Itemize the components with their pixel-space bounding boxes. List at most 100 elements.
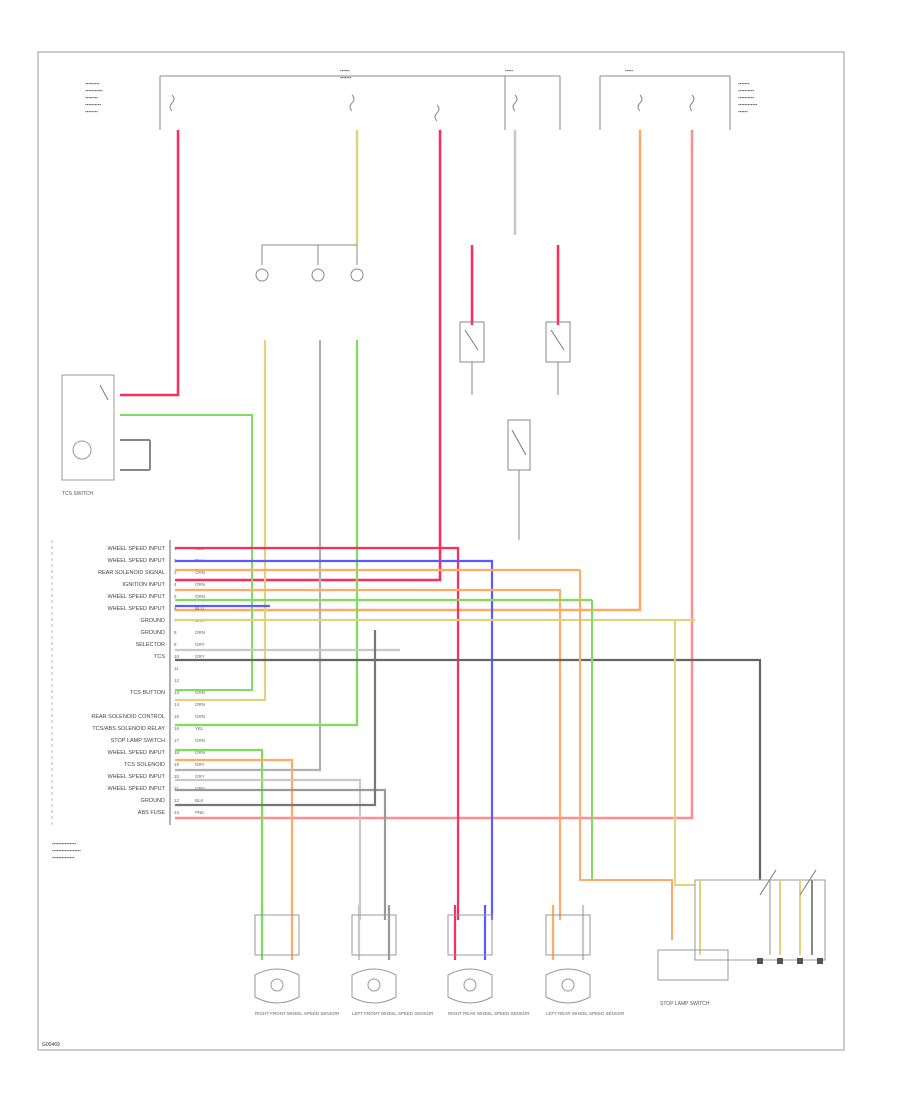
abs-pin-number: 15	[174, 714, 180, 719]
svg-text:▪▪▪▪▪▪▪▪▪▪▪▪▪▪: ▪▪▪▪▪▪▪▪▪▪▪▪▪▪	[52, 855, 75, 860]
abs-pin-wire-code: ORN	[195, 582, 205, 587]
abs-pin-number: 3	[174, 570, 177, 575]
abs-pin-row: GROUND 22 BLK	[141, 798, 204, 804]
wheel-speed-sensor: RIGHT REAR WHEEL SPEED SENSOR	[447, 905, 530, 1016]
abs-pin-wire-code: ORN	[195, 594, 205, 599]
wheel-sensor-label: LEFT FRONT WHEEL SPEED SENSOR	[352, 1011, 434, 1016]
abs-pin-wire-code: ORN	[195, 750, 205, 755]
tcs-switch-wires	[120, 414, 253, 691]
abs-pin-number: 9	[174, 642, 177, 647]
abs-pin-label: TCS	[154, 654, 165, 660]
abs-pin-number: 11	[174, 666, 179, 671]
abs-pin-wire-code: GRY	[195, 642, 205, 647]
abs-pin-number: 18	[174, 750, 180, 755]
abs-pin-wire-code: GRY	[195, 762, 205, 767]
svg-text:▪▪▪▪▪▪▪▪▪▪▪▪▪▪▪▪▪▪: ▪▪▪▪▪▪▪▪▪▪▪▪▪▪▪▪▪▪	[52, 848, 81, 853]
abs-pin-row: WHEEL SPEED INPUT 18 ORN	[107, 750, 205, 756]
diagram-frame	[37, 51, 845, 1051]
abs-pin-row: 12	[174, 678, 180, 683]
brake-fluid-switch	[507, 419, 531, 540]
svg-text:▪▪▪▪▪▪▪: ▪▪▪▪▪▪▪	[738, 81, 750, 86]
svg-text:▪▪▪▪▪▪▪▪: ▪▪▪▪▪▪▪▪	[85, 95, 98, 100]
wire-green-center	[175, 340, 359, 727]
abs-pin-number: 10	[174, 654, 180, 659]
svg-text:▪▪▪▪▪▪▪▪▪▪: ▪▪▪▪▪▪▪▪▪▪	[738, 95, 754, 100]
abs-pin-number: 17	[174, 738, 180, 743]
stop-lamp-switch-b	[545, 245, 571, 395]
wheel-sensor-group: RIGHT FRONT WHEEL SPEED SENSOR LEFT FRONT…	[254, 905, 625, 1016]
abs-pin-label: ABS FUSE	[138, 810, 166, 816]
wheel-speed-sensor: LEFT REAR WHEEL SPEED SENSOR	[545, 905, 625, 1016]
abs-pin-number: 6	[174, 606, 177, 611]
wire-gray-center	[175, 340, 322, 772]
abs-pin-number: 13	[174, 690, 180, 695]
tcs-switch[interactable]: TCS SWITCH	[61, 374, 115, 497]
abs-pin-label: GROUND	[141, 798, 165, 804]
svg-text:▪▪▪▪▪▪▪▪▪▪: ▪▪▪▪▪▪▪▪▪▪	[738, 88, 754, 93]
svg-text:▪▪▪▪▪▪▪▪▪: ▪▪▪▪▪▪▪▪▪	[85, 81, 100, 86]
abs-pin-number: 22	[174, 798, 180, 803]
wheel-sensor-label: LEFT REAR WHEEL SPEED SENSOR	[546, 1011, 625, 1016]
abs-pin-label: WHEEL SPEED INPUT	[107, 594, 165, 600]
brake-switch-assembly: STOP LAMP SWITCH	[657, 869, 826, 1007]
abs-pin-number: 4	[174, 582, 177, 587]
wheel-speed-sensor: LEFT FRONT WHEEL SPEED SENSOR	[351, 905, 434, 1016]
svg-text:▪▪▪▪▪: ▪▪▪▪▪	[505, 68, 513, 73]
abs-pin-wire-code: BLK	[195, 798, 204, 803]
wheel-speed-sensor: RIGHT FRONT WHEEL SPEED SENSOR	[254, 905, 340, 1016]
abs-pin-label: GROUND	[141, 630, 165, 636]
feed-wires	[120, 130, 694, 820]
fuse-symbols	[169, 94, 695, 122]
abs-pin-wire-code: GRY	[195, 774, 205, 779]
abs-pin-number: 23	[174, 810, 180, 815]
svg-text:▪▪▪▪▪▪▪▪▪▪: ▪▪▪▪▪▪▪▪▪▪	[85, 102, 101, 107]
right-harness	[579, 570, 695, 940]
abs-pin-label: STOP LAMP SWITCH	[111, 738, 165, 744]
abs-pin-label: WHEEL SPEED INPUT	[107, 558, 165, 564]
abs-pin-number: 12	[174, 678, 180, 683]
abs-pin-label: IGNITION INPUT	[123, 582, 166, 588]
abs-pin-row: TCS 10 GRY	[154, 654, 205, 660]
abs-pin-label: REAR SOLENOID CONTROL	[91, 714, 165, 720]
fuse-box-top	[159, 75, 731, 130]
svg-text:▪▪▪▪▪: ▪▪▪▪▪	[625, 68, 633, 73]
abs-pin-number: 14	[174, 702, 180, 707]
abs-pin-label: WHEEL SPEED INPUT	[107, 750, 165, 756]
svg-text:▪▪▪▪▪▪▪▪▪▪▪: ▪▪▪▪▪▪▪▪▪▪▪	[85, 88, 103, 93]
abs-pin-label: WHEEL SPEED INPUT	[107, 606, 165, 612]
abs-pin-label: TCS BUTTON	[130, 690, 165, 696]
abs-pin-label: REAR SOLENOID SIGNAL	[98, 570, 165, 576]
abs-pin-label: WHEEL SPEED INPUT	[107, 774, 165, 780]
diode-symbols	[255, 268, 364, 282]
wire-orange-right	[175, 130, 642, 612]
abs-pin-wire-code: ORN	[195, 630, 205, 635]
abs-pin-row: IGNITION INPUT 4 ORN	[123, 582, 205, 588]
tcs-switch-label: TCS SWITCH	[62, 491, 93, 497]
abs-pin-wire-code: GRY	[195, 786, 205, 791]
wheel-sensor-label: RIGHT REAR WHEEL SPEED SENSOR	[448, 1011, 530, 1016]
abs-pin-wire-code: PNK	[195, 810, 204, 815]
svg-text:▪▪▪▪▪▪: ▪▪▪▪▪▪	[340, 68, 350, 73]
fuse-box-labels: ▪▪▪▪▪▪▪▪▪ ▪▪▪▪▪▪▪▪▪▪▪ ▪▪▪▪▪▪▪▪ ▪▪▪▪▪▪▪▪▪…	[85, 68, 758, 114]
wire-red-ign	[175, 130, 442, 582]
module-harness	[175, 546, 762, 920]
abs-pin-label: TCS SOLENOID	[124, 762, 165, 768]
svg-text:▪▪▪▪▪▪▪: ▪▪▪▪▪▪▪	[340, 75, 352, 80]
svg-text:▪▪▪▪▪▪▪▪▪▪▪▪▪▪▪: ▪▪▪▪▪▪▪▪▪▪▪▪▪▪▪	[52, 841, 76, 846]
abs-pin-wire-code: GRY	[195, 654, 205, 659]
abs-pin-number: 8	[174, 630, 177, 635]
abs-pin-row: GROUND 8 ORN	[141, 630, 205, 636]
center-wires	[175, 340, 359, 772]
wire-yellow-center	[175, 340, 267, 702]
